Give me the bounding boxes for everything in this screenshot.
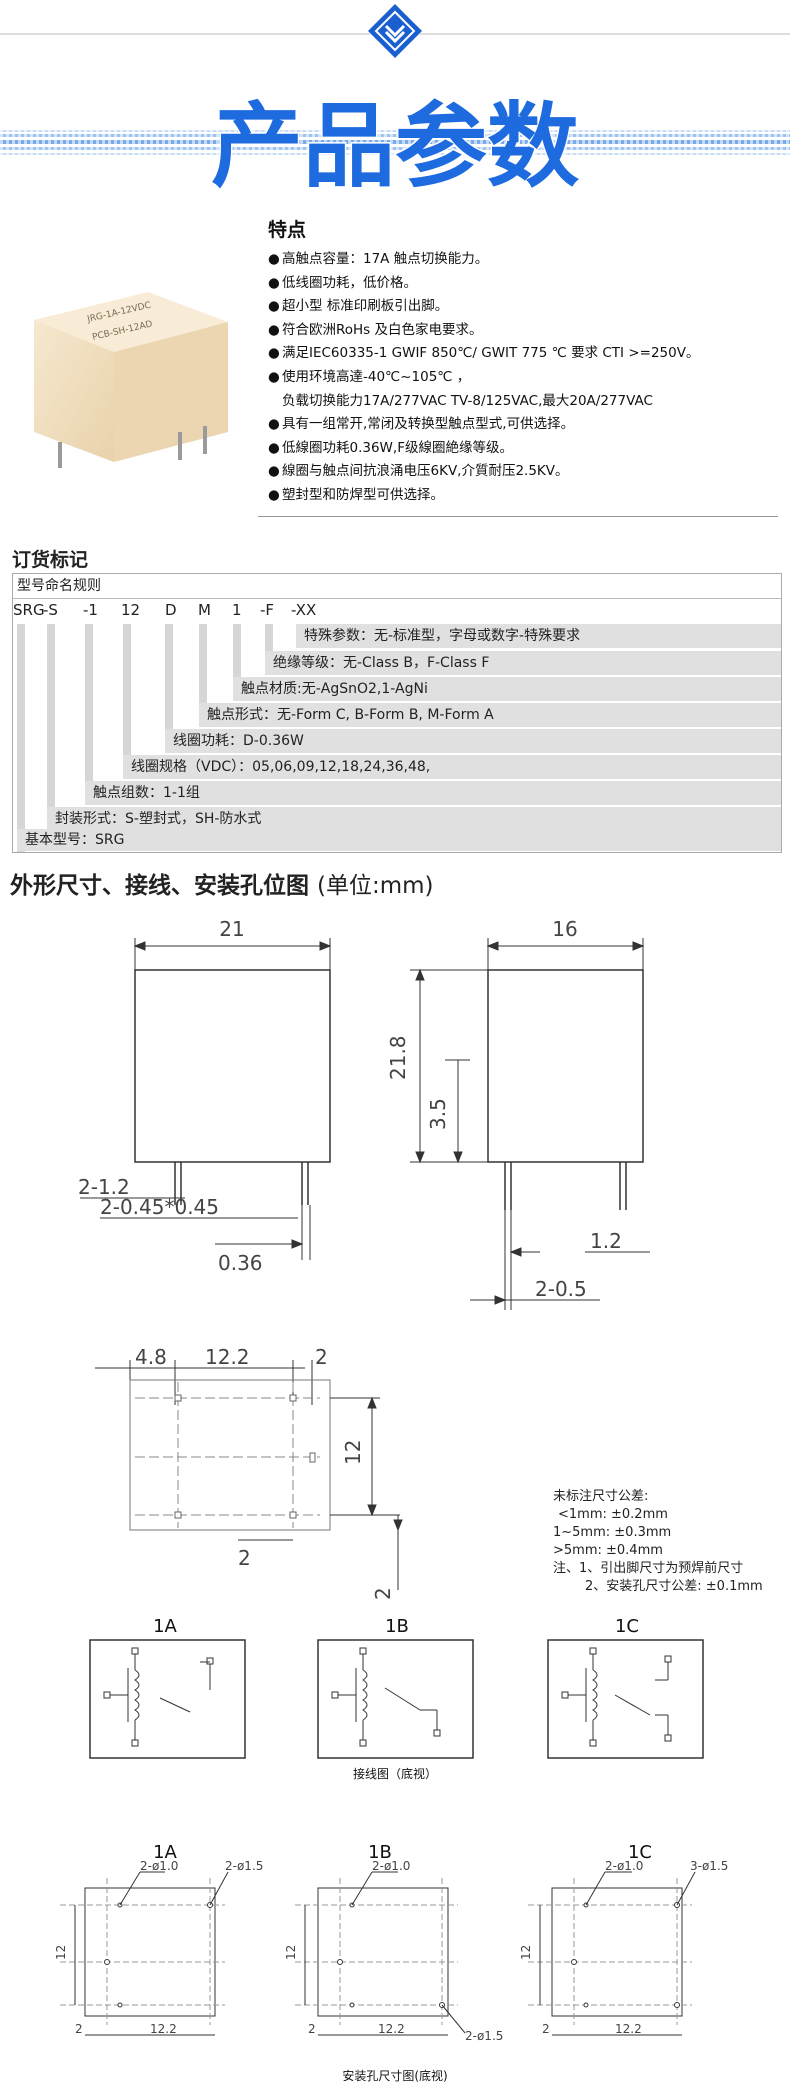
code-part: D <box>165 601 177 619</box>
bottom-view-drawing: 4.8 12.2 2 12 2 2 <box>95 1345 403 1600</box>
features-list: ●高触点容量：17A 触点切换能力。 ●低线圈功耗，低价格。 ●超小型 标准印刷… <box>268 248 778 508</box>
feature-item: ●高触点容量：17A 触点切换能力。 <box>268 251 489 267</box>
dim-bottom-e: 2 <box>371 1587 395 1600</box>
tolerance-line: 1~5mm: ±0.3mm <box>553 1525 671 1540</box>
mount-dim-h: 12 <box>54 1945 68 1960</box>
dim-front-width: 21 <box>219 917 244 941</box>
technical-drawings: 21 2-1.2 2-0.45*0.45 0.36 16 21.8 3.5 <box>54 917 763 2083</box>
code-part: -F <box>260 601 275 619</box>
dimensions-title: 外形尺寸、接线、安装孔位图 (单位:mm) <box>10 873 434 899</box>
dim-side-height: 21.8 <box>386 1035 410 1080</box>
feature-item: 负载切换能力17A/277VAC TV-8/125VAC,最大20A/277VA… <box>282 392 653 409</box>
code-part: -1 <box>83 601 98 619</box>
wiring-diagrams: 1A 1B 1C 接线图（底视） <box>89 1616 704 1781</box>
mount-dim-h-1B: 12 <box>284 1945 298 1960</box>
tolerance-line: <1mm: ±0.2mm <box>558 1507 668 1522</box>
ordering-row: 线圈规格（VDC）：05,06,09,12,18,24,36,48, <box>123 755 781 779</box>
dim-front-offset: 0.36 <box>218 1251 263 1275</box>
ordering-row: 触点材质:无-AgSnO2,1-AgNi <box>233 677 781 701</box>
ordering-row: 触点组数：1-1组 <box>85 781 781 805</box>
feature-item: ●低線圈功耗0.36W,F级線圈絶缘等级。 <box>268 439 513 456</box>
code-part: M <box>198 601 211 619</box>
wiring-label-1C: 1C <box>615 1616 639 1637</box>
ordering-row: 绝缘等级：无-Class B，F-Class F <box>265 651 781 675</box>
dim-front-pin-section: 2-0.45*0.45 <box>100 1195 219 1219</box>
mount-dim-w-1C: 12.2 <box>615 2022 642 2036</box>
wiring-caption: 接线图（底视） <box>353 1766 437 1781</box>
mounting-diagrams: 1A 1B 1C 2-ø1.0 2-ø1.5 12 2 12.2 <box>54 1842 728 2083</box>
code-part: 1 <box>232 601 242 619</box>
dim-bottom-b: 12.2 <box>205 1345 250 1369</box>
dim-side-pin-t: 2-0.5 <box>535 1277 587 1301</box>
mount-hole-a: 2-ø1.0 <box>140 1859 178 1873</box>
features-heading: 特点 <box>268 219 307 241</box>
side-view-drawing: 16 21.8 3.5 1.2 2-0.5 <box>386 917 650 1310</box>
code-part: -S <box>43 601 58 619</box>
mount-dim-w: 12.2 <box>150 2022 177 2036</box>
dim-side-pin-len: 3.5 <box>426 1098 450 1130</box>
feature-item: ●塑封型和防焊型可供选择。 <box>268 486 444 503</box>
mounting-caption: 安装孔尺寸图(底视) <box>342 2068 447 2083</box>
mount-label-1C: 1C <box>628 1842 652 1863</box>
mount-hole-b-1C: 3-ø1.5 <box>690 1859 728 1873</box>
ordering-table: 型号命名规则 SRG -S -1 12 D M 1 -F -XX 特殊参数：无-… <box>12 573 782 853</box>
mount-hole-a-1C: 2-ø1.0 <box>605 1859 643 1873</box>
dim-bottom-c: 2 <box>315 1345 328 1369</box>
ordering-row: 线圈功耗：D-0.36W <box>165 729 781 753</box>
tolerance-line: 2、安装孔尺寸公差: ±0.1mm <box>585 1579 763 1594</box>
mount-dim-2: 2 <box>75 2022 83 2036</box>
ordering-row: 触点形式：无-Form C, B-Form B, M-Form A <box>199 703 781 727</box>
chevron-badge-icon <box>368 4 422 58</box>
dim-bottom-a: 4.8 <box>135 1345 167 1369</box>
mount-hole-b-1A: 2-ø1.5 <box>225 1859 263 1873</box>
feature-item: ●線圈与触点间抗浪涌电压6KV,介質耐压2.5KV。 <box>268 463 569 480</box>
ordering-row: 基本型号：SRG <box>17 829 781 851</box>
mount-hole-a-1B: 2-ø1.0 <box>372 1859 410 1873</box>
feature-item: ●符合欧洲RoHs 及白色家电要求。 <box>268 321 483 338</box>
dim-bottom-h: 12 <box>341 1440 365 1465</box>
ordering-row: 封装形式：S-塑封式，SH-防水式 <box>47 807 781 831</box>
rule-title: 型号命名规则 <box>13 574 781 599</box>
dim-side-pin-w: 1.2 <box>590 1229 622 1253</box>
tolerance-line: >5mm: ±0.4mm <box>553 1543 663 1558</box>
wiring-label-1A: 1A <box>153 1616 177 1637</box>
mount-label-1A: 1A <box>153 1842 177 1863</box>
code-part: -XX <box>291 601 317 619</box>
mount-dim-2-1C: 2 <box>542 2022 550 2036</box>
ordering-row: 特殊参数：无-标准型，字母或数字-特殊要求 <box>296 624 781 648</box>
divider <box>258 516 778 517</box>
tolerance-notes: 未标注尺寸公差: <1mm: ±0.2mm 1~5mm: ±0.3mm >5mm… <box>553 1489 763 1594</box>
tolerance-line: 未标注尺寸公差: <box>553 1489 648 1504</box>
mount-dim-w-1B: 12.2 <box>378 2022 405 2036</box>
mount-dim-2-1B: 2 <box>308 2022 316 2036</box>
tolerance-line: 注、1、引出脚尺寸为预焊前尺寸 <box>553 1560 743 1576</box>
feature-item: ●超小型 标准印刷板引出脚。 <box>268 298 449 315</box>
feature-item: ●使用环境高達-40℃~105℃ ， <box>268 368 471 385</box>
page-title: 产品参数 <box>211 93 579 200</box>
dim-bottom-d: 2 <box>238 1546 251 1570</box>
wiring-label-1B: 1B <box>385 1616 409 1637</box>
code-part: 12 <box>121 601 141 619</box>
features-block: 特点 ●高触点容量：17A 触点切换能力。 ●低线圈功耗，低价格。 ●超小型 标… <box>268 215 778 508</box>
relay-product-image: JRG-1A-12VDC PCB-SH-12AD <box>34 292 228 468</box>
code-part: SRG <box>13 601 45 619</box>
dim-front-pin-pitch: 2-1.2 <box>78 1175 130 1199</box>
ordering-title: 订货标记 <box>12 549 89 571</box>
dim-side-width: 16 <box>552 917 577 941</box>
front-view-drawing: 21 2-1.2 2-0.45*0.45 0.36 <box>78 917 332 1275</box>
feature-item: ●具有一组常开,常闭及转换型触点型式,可供选择。 <box>268 416 575 433</box>
mount-label-1B: 1B <box>368 1842 392 1863</box>
feature-item: ●满足IEC60335-1 GWIF 850℃/ GWIT 775 ℃ 要求 C… <box>268 345 700 362</box>
header-banner: 产品参数 <box>0 4 790 202</box>
mount-dim-h-1C: 12 <box>519 1945 533 1960</box>
mount-hole-b-1B: 2-ø1.5 <box>465 2029 503 2043</box>
feature-item: ●低线圈功耗，低价格。 <box>268 274 417 291</box>
